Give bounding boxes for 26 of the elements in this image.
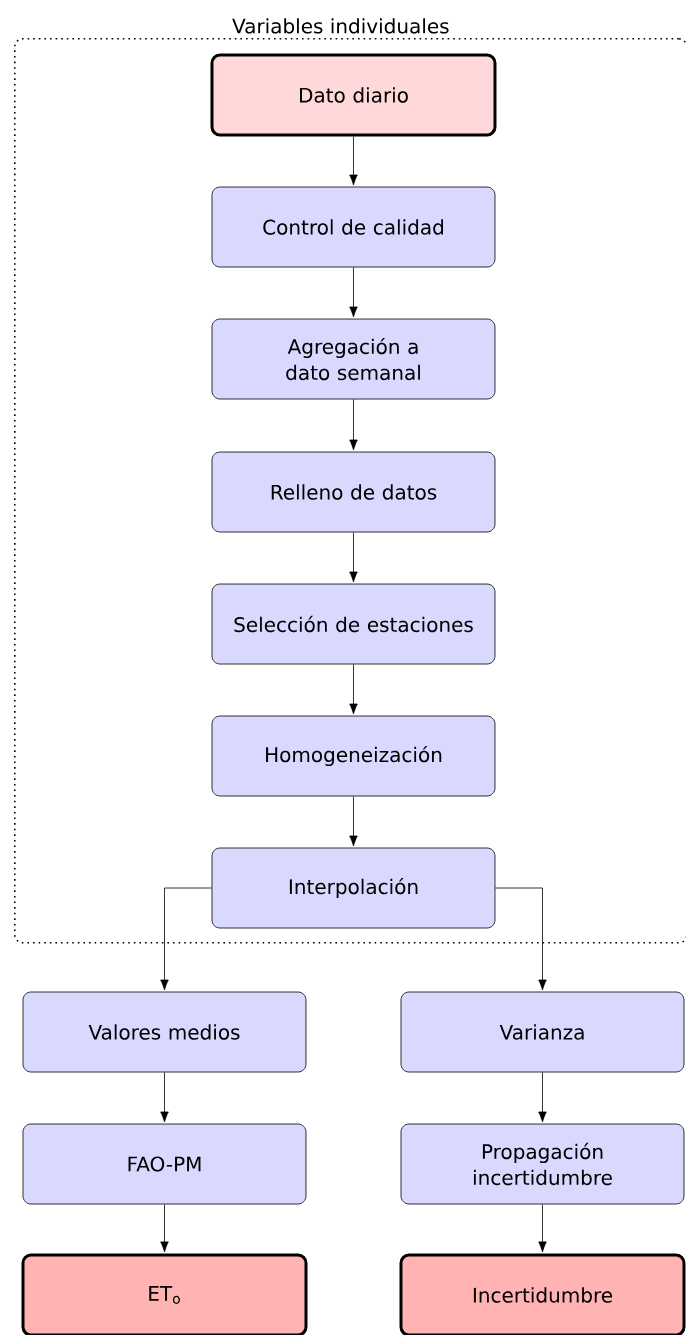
arrow: [495, 887, 547, 991]
arrow: [538, 1072, 547, 1123]
process-box: Propagación incertidumbre: [400, 1123, 685, 1205]
arrow: [349, 136, 358, 186]
arrow: [160, 887, 212, 991]
process-box: Selección de estaciones: [211, 583, 496, 665]
process-box: Relleno de datos: [211, 451, 496, 533]
process-box: Homogeneización: [211, 715, 496, 797]
process-box: Varianza: [400, 991, 685, 1073]
arrow: [160, 1204, 169, 1253]
process-box: Valores medios: [22, 991, 307, 1073]
node-label: Variables individuales: [232, 18, 449, 34]
arrow: [349, 267, 358, 318]
end-box: Incertidumbre: [399, 1253, 686, 1335]
arrow: [349, 796, 358, 847]
start-box: Dato diario: [210, 53, 497, 137]
process-box: Interpolación: [211, 847, 496, 929]
arrow: [349, 664, 358, 715]
arrow: [538, 1204, 547, 1253]
end-box: ET$_{o}$: [21, 1253, 308, 1335]
arrow: [160, 1072, 169, 1123]
process-box: FAO-PM: [22, 1123, 307, 1205]
process-box: Control de calidad: [211, 186, 496, 268]
process-box: Agregación a dato semanal: [211, 318, 496, 400]
arrow: [349, 532, 358, 583]
arrow: [349, 399, 358, 451]
